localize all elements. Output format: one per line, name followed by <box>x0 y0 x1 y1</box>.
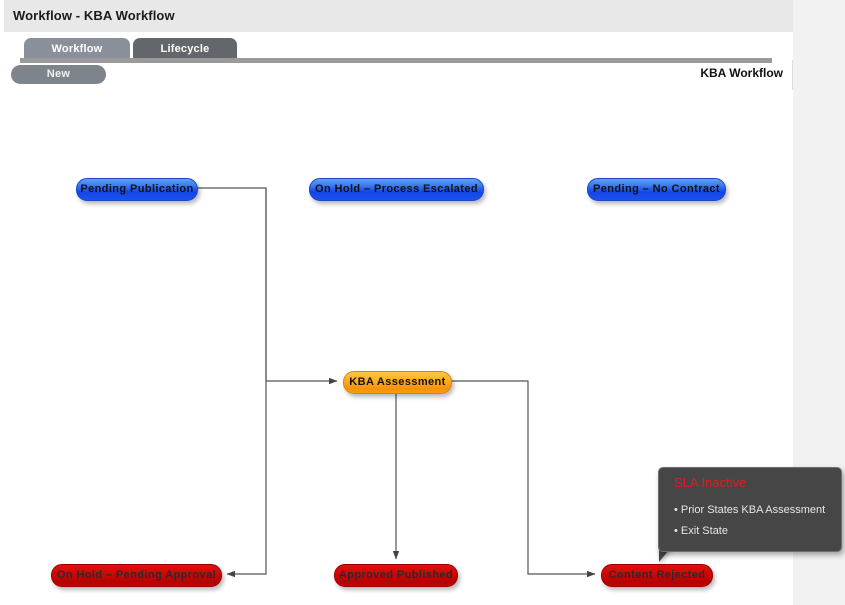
node-on-hold-pending-approval[interactable]: On Hold – Pending Approval <box>51 564 222 587</box>
title-bar-left-corner <box>0 0 4 33</box>
page-title: Workflow - KBA Workflow <box>13 8 175 23</box>
node-content-rejected[interactable]: Content Rejected <box>601 564 713 587</box>
tab-lifecycle[interactable]: Lifecycle <box>133 38 237 60</box>
tab-workflow[interactable]: Workflow <box>24 38 130 60</box>
tooltip-title: SLA Inactive <box>674 475 747 490</box>
node-approved-published[interactable]: Approved Published <box>334 564 458 587</box>
node-on-hold-process-escalated[interactable]: On Hold – Process Escalated <box>309 178 484 201</box>
node-pending-no-contract[interactable]: Pending – No Contract <box>587 178 726 201</box>
edge-layer <box>196 187 596 578</box>
workflow-caption: KBA Workflow <box>700 66 783 80</box>
new-button[interactable]: New <box>11 65 106 84</box>
sla-tooltip: SLA Inactive • Prior States KBA Assessme… <box>658 467 842 552</box>
window-title-bar: Workflow - KBA Workflow <box>0 0 793 33</box>
tooltip-line-prior-states: • Prior States KBA Assessment <box>674 504 826 516</box>
node-pending-publication[interactable]: Pending Publication <box>76 178 198 201</box>
tab-strip: Workflow Lifecycle <box>0 33 793 60</box>
node-kba-assessment[interactable]: KBA Assessment <box>343 371 452 394</box>
edge-pending-publication-to-on-hold-pending-approval[interactable] <box>226 188 267 578</box>
tooltip-line-exit-state: • Exit State <box>674 525 728 537</box>
toolbar: New KBA Workflow <box>0 64 793 90</box>
edge-kba-assessment-to-content-rejected[interactable] <box>450 380 596 578</box>
tab-underline-rule <box>20 58 772 63</box>
